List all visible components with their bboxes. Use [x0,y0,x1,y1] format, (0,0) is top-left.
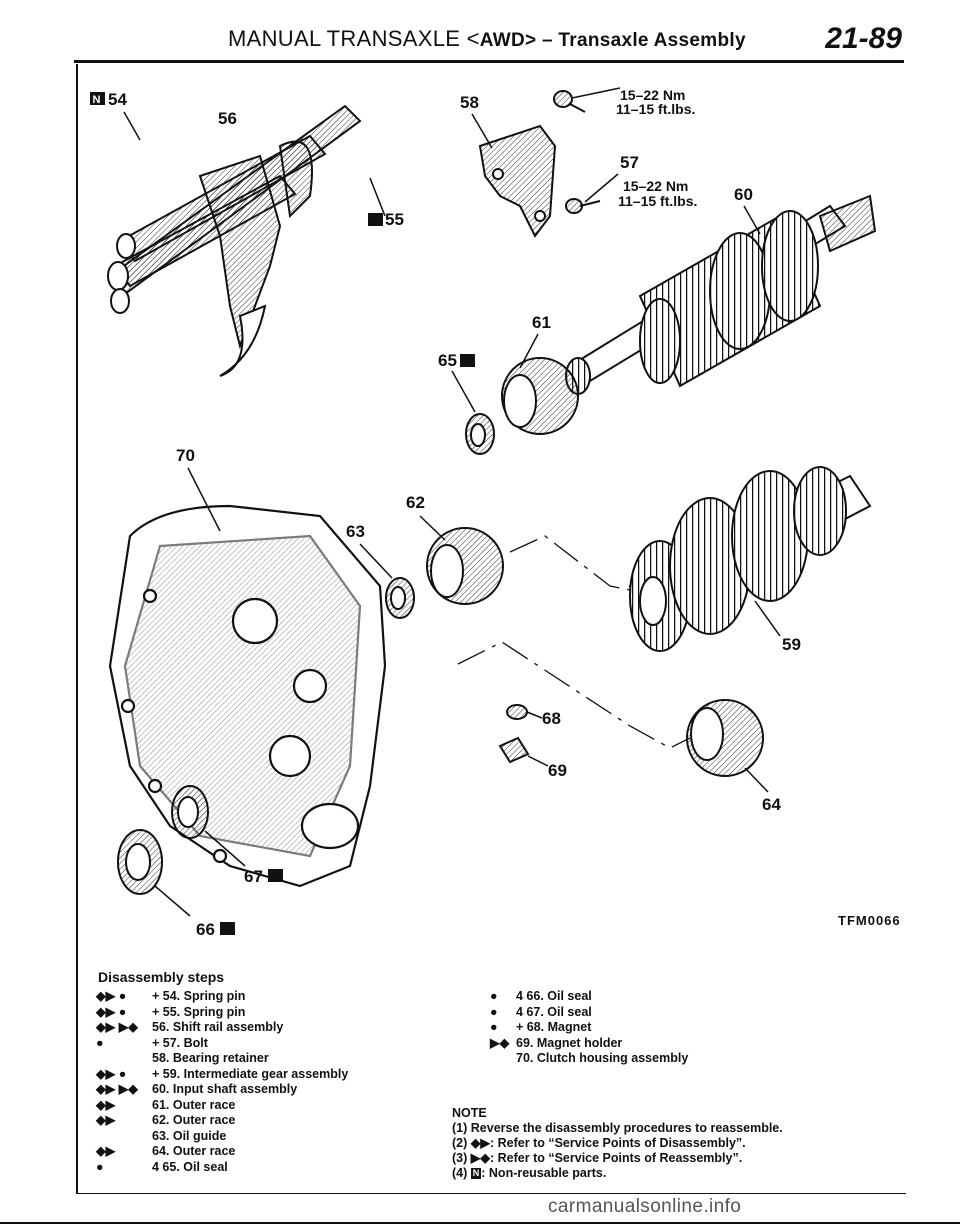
left-margin-rule [76,64,78,1194]
non-reusable-tag-66 [220,922,235,935]
page-bottom-rule [0,1222,960,1224]
step-68: ●+ 68. Magnet [490,1020,592,1034]
outer-race-64-drawing [686,699,764,777]
magnet-drawing [506,704,528,720]
label-66: 66 [196,920,215,936]
disassembly-steps-title: Disassembly steps [98,969,225,985]
label-58: 58 [460,93,479,112]
torque-58-nm: 15–22 Nm [620,87,685,103]
step-69: ▶◆69. Magnet holder [490,1035,623,1050]
outer-race-62-drawing [426,527,504,605]
header-rule [74,60,904,63]
step-67: ●4 67. Oil seal [490,1004,592,1019]
note-block: NOTE (1) Reverse the disassembly procedu… [452,1106,783,1181]
step-56: ◆▶ ▶◆56. Shift rail assembly [96,1020,284,1034]
shift-rail-assembly-drawing [107,104,362,377]
step-66: ●4 66. Oil seal [490,989,592,1003]
oil-seal-65-drawing [465,413,495,455]
step-63: 63. Oil guide [152,1128,227,1143]
bottom-rule [76,1193,906,1194]
note-line-1: (1) Reverse the disassembly procedures t… [452,1121,783,1135]
magnet-holder-drawing [498,736,530,764]
label-68: 68 [542,709,561,728]
torque-57-ftlb: 11–15 ft.lbs. [618,193,697,209]
clutch-housing-drawing [108,504,387,888]
step-59: ◆▶ ●+ 59. Intermediate gear assembly [96,1066,349,1081]
note-line-2: (2) ◆▶: Refer to “Service Points of Disa… [452,1136,746,1150]
label-70: 70 [176,446,195,465]
step-58: 58. Bearing retainer [152,1051,269,1065]
bolt-58-drawing [553,90,586,113]
non-reusable-tag-67 [268,869,283,882]
page-header-title: MANUAL TRANSAXLE <AWD> – Transaxle Assem… [228,26,746,51]
torque-57-nm: 15–22 Nm [623,178,688,194]
label-60: 60 [734,185,753,204]
exploded-diagram: N 54 56 55 58 15–22 Nm 11–15 ft.lbs. 57 … [90,87,877,936]
label-54: 54 [108,90,127,109]
label-64: 64 [762,795,781,814]
non-reusable-tag-65 [460,354,475,367]
step-55: ◆▶ ●+ 55. Spring pin [96,1004,246,1019]
step-65: ●4 65. Oil seal [96,1159,228,1174]
note-line-4: (4) N: Non-reusable parts. [452,1166,607,1180]
label-56: 56 [218,109,237,128]
bearing-retainer-drawing [478,124,557,238]
step-70: 70. Clutch housing assembly [516,1051,689,1065]
page-number: 21-89 [825,22,902,55]
label-59: 59 [782,635,801,654]
disassembly-steps-left: ◆▶ ●+ 54. Spring pin ◆▶ ●+ 55. Spring pi… [96,989,426,1175]
oil-guide-drawing [385,577,415,619]
label-63: 63 [346,522,365,541]
step-64: ◆▶64. Outer race [96,1144,236,1158]
oil-seal-66-drawing [117,829,163,895]
label-57: 57 [620,153,639,172]
label-67: 67 [244,867,263,886]
svg-text:N: N [93,94,101,106]
non-reusable-tag-54 [90,92,105,105]
step-60: ◆▶ ▶◆60. Input shaft assembly [96,1082,298,1096]
label-65: 65 [438,351,457,370]
note-line-3: (3) ▶◆: Refer to “Service Points of Reas… [452,1151,743,1165]
oil-seal-67-drawing [171,785,209,839]
non-reusable-icon: N [470,1168,482,1179]
label-69: 69 [548,761,567,780]
torque-58-ftlb: 11–15 ft.lbs. [616,101,695,117]
outer-race-61-drawing [501,357,579,435]
non-reusable-tag-55 [368,213,383,226]
label-55: 55 [385,210,404,229]
step-61: ◆▶61. Outer race [96,1097,236,1112]
figure-code: TFM0066 [838,913,901,928]
disassembly-steps-right: ●4 66. Oil seal ●4 67. Oil seal ●+ 68. M… [490,989,870,1067]
step-54: ◆▶ ●+ 54. Spring pin [96,989,246,1003]
step-57: ●+ 57. Bolt [96,1035,208,1050]
watermark: carmanualsonline.info [548,1196,742,1217]
intermediate-gear-assembly-drawing [628,466,872,652]
bolt-57-drawing [565,198,601,214]
input-shaft-assembly-drawing [565,194,877,395]
note-title: NOTE [452,1106,487,1120]
step-62: ◆▶62. Outer race [96,1113,236,1127]
label-61: 61 [532,313,551,332]
label-62: 62 [406,493,425,512]
